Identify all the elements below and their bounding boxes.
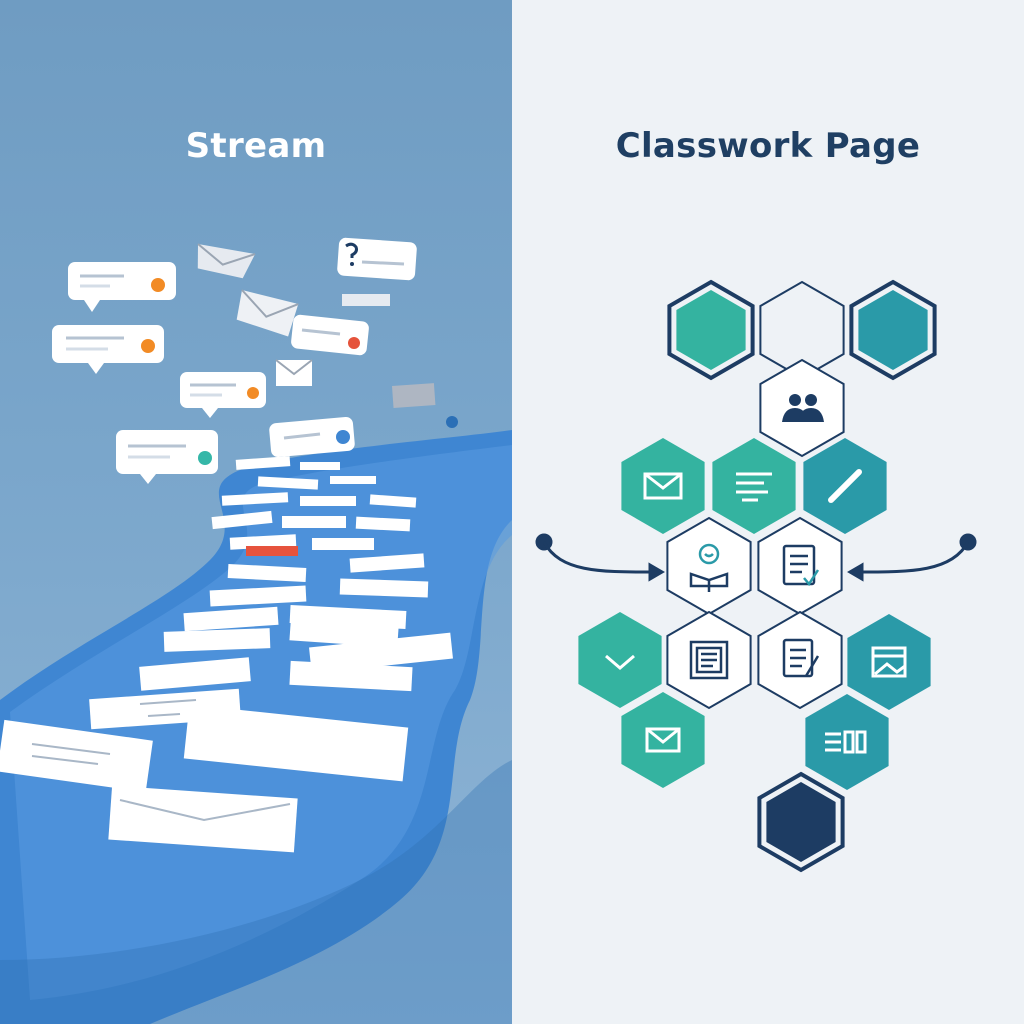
stream-panel: Stream [0,0,512,1024]
hex-mail [621,438,705,534]
notification-dot [141,339,155,353]
chat-bubble [116,430,218,484]
envelope-icon [197,243,256,279]
arrow-left-in [535,533,665,582]
student-icon [689,543,729,592]
mail-icon [645,727,681,753]
notification-dot [151,278,165,292]
hex-book [666,611,752,709]
hex-people [759,359,845,457]
chat-bubble [52,325,164,374]
mail-icon [643,472,683,500]
chat-bubble [269,416,355,458]
hex-student [666,517,752,615]
chat-bubble [68,262,176,312]
chat-bubble [180,372,266,418]
chat-bubble [291,314,369,356]
hex-chart [805,694,889,790]
envelope-icon [236,289,299,337]
pencil-icon [828,469,862,503]
hex-bottom-navy [757,772,845,872]
envelope-icon [342,294,390,306]
arrow-right-in [847,533,977,582]
notification-dot [247,387,259,399]
stream-title: Stream [185,126,327,166]
hex-top-left [667,280,755,380]
paper-lines [31,699,291,822]
notification-dot [198,451,212,465]
image-icon [871,646,907,678]
assignment-check-icon [782,544,820,587]
classwork-hex-diagram [535,280,977,872]
envelope-icon [275,359,313,386]
notification-dot [336,430,350,444]
check-icon [605,654,635,670]
stream-illustration [0,237,512,1024]
hex-top-right [849,280,937,380]
hex-document-list [712,438,796,534]
envelope-icon [392,383,436,408]
people-icon [782,394,824,422]
chart-icon [825,730,867,754]
hex-assignment [757,517,843,615]
river-shadow [0,760,512,1024]
chat-bubble-question [337,237,417,281]
paper-stream [0,456,453,853]
classwork-panel: Classwork Page [512,0,1024,1024]
hex-check [578,612,662,708]
notes-icon [782,638,820,678]
document-list-icon [736,472,772,502]
notification-dot [348,337,360,349]
hex-pencil [803,438,887,534]
classwork-title: Classwork Page [615,126,921,166]
hex-notes [757,611,843,709]
hex-image [847,614,931,710]
hex-mail-bottom [621,692,705,788]
book-icon [689,640,729,680]
floating-dot [446,416,458,428]
